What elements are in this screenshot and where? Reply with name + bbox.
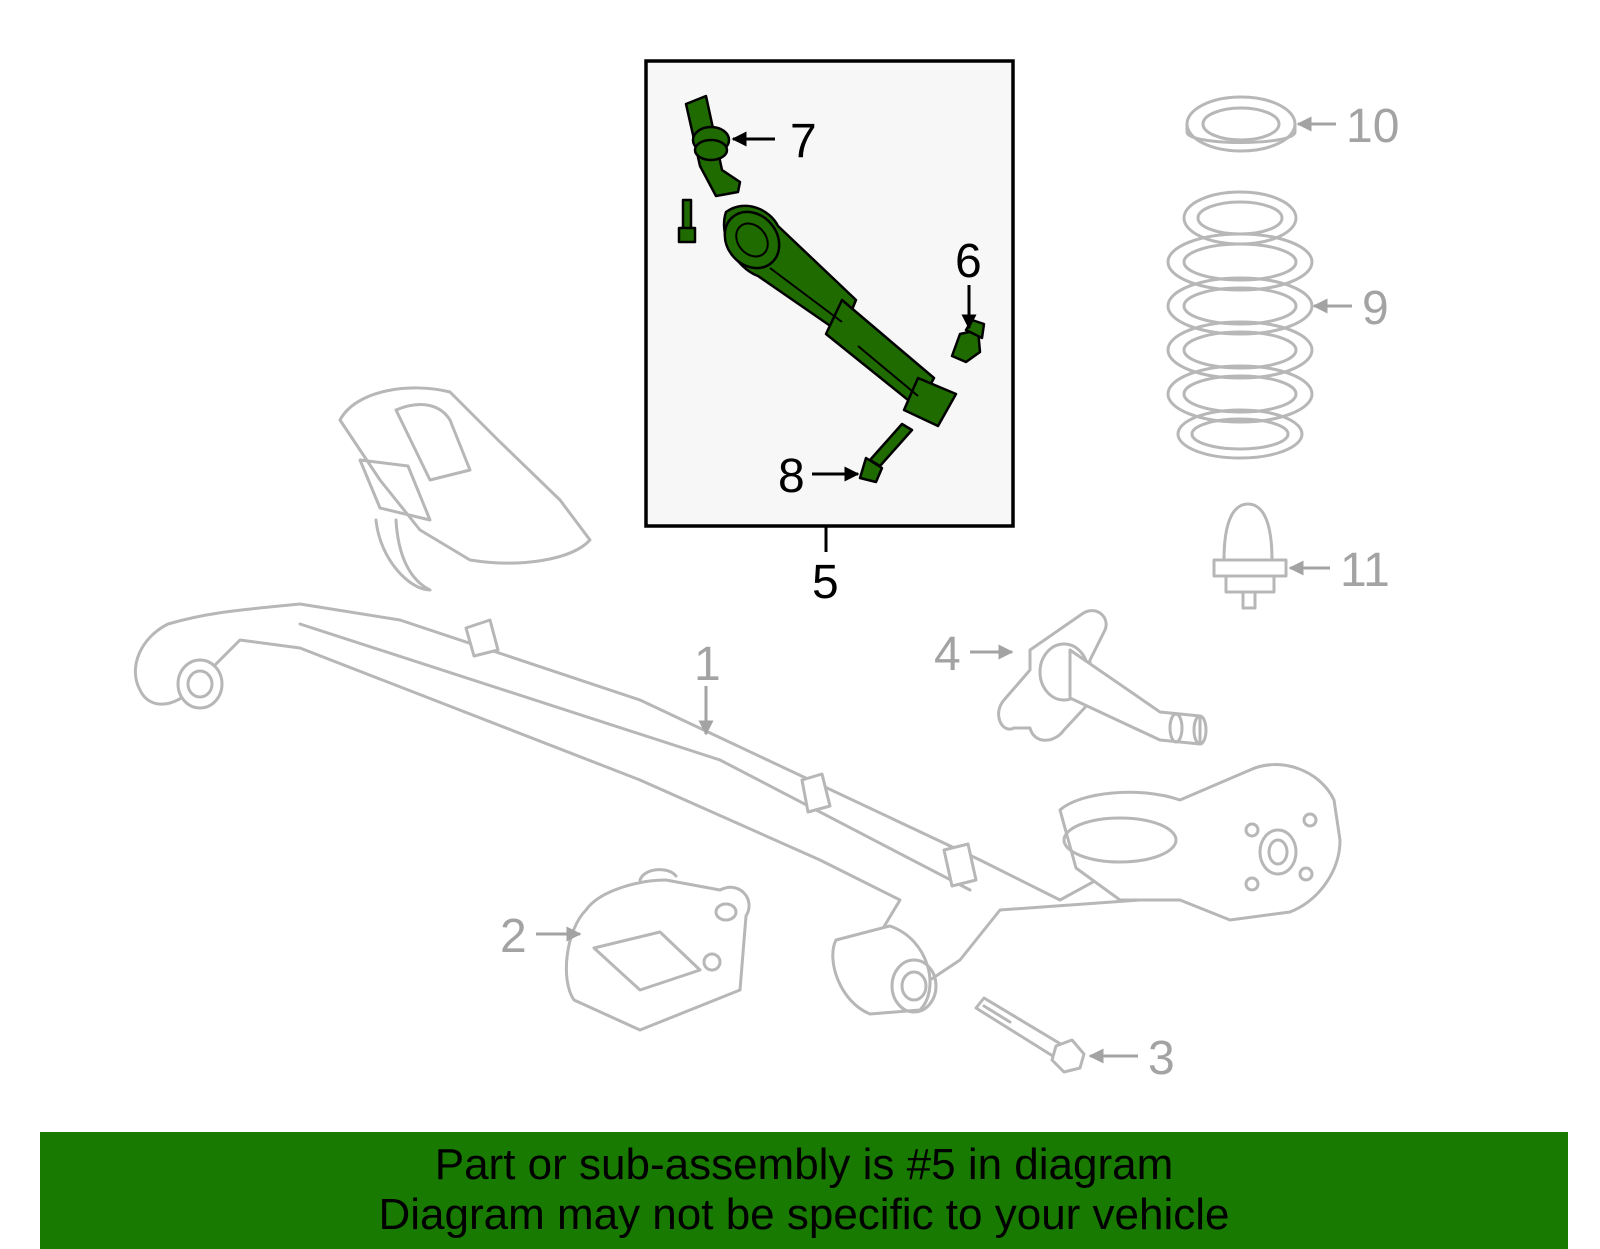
bolt-part-8[interactable] [858, 422, 914, 484]
callout-8: 8 [778, 450, 860, 503]
callout-7: 7 [731, 115, 817, 168]
callout-4: 4 [934, 628, 1014, 681]
callout-2: 2 [500, 910, 582, 963]
svg-text:6: 6 [955, 235, 982, 288]
upper-mount-part-7[interactable] [684, 94, 742, 198]
bolt-part-3[interactable] [974, 996, 1086, 1074]
callout-3: 3 [1088, 1032, 1175, 1085]
bump-stop-part-11[interactable] [1212, 502, 1288, 610]
svg-text:3: 3 [1148, 1032, 1175, 1085]
callout-9: 9 [1312, 282, 1389, 335]
svg-text:9: 9 [1362, 282, 1389, 335]
banner-line-2: Diagram may not be specific to your vehi… [378, 1190, 1230, 1239]
svg-text:2: 2 [500, 910, 527, 963]
svg-text:7: 7 [790, 115, 817, 168]
svg-text:5: 5 [812, 556, 839, 609]
callout-6: 6 [955, 235, 982, 330]
svg-text:4: 4 [934, 628, 961, 681]
shock-absorber-part-5[interactable] [714, 201, 958, 428]
callout-5: 5 [812, 526, 839, 609]
svg-text:11: 11 [1340, 544, 1390, 597]
axle-beam-part-1[interactable] [133, 386, 1342, 1016]
spring-seat-part-10[interactable] [1185, 95, 1297, 153]
coil-spring-part-9[interactable] [1166, 190, 1314, 460]
banner-line-1: Part or sub-assembly is #5 in diagram [434, 1140, 1174, 1189]
callout-10: 10 [1296, 100, 1399, 153]
svg-text:8: 8 [778, 450, 805, 503]
mount-bolt[interactable] [677, 198, 697, 244]
svg-text:1: 1 [694, 638, 721, 691]
callout-1: 1 [694, 638, 721, 736]
svg-text:10: 10 [1346, 100, 1399, 153]
info-banner: Part or sub-assembly is #5 in diagram Di… [40, 1132, 1568, 1249]
spindle-part-4[interactable] [997, 609, 1208, 746]
bracket-part-2[interactable] [564, 868, 751, 1032]
callout-11: 11 [1288, 544, 1390, 597]
